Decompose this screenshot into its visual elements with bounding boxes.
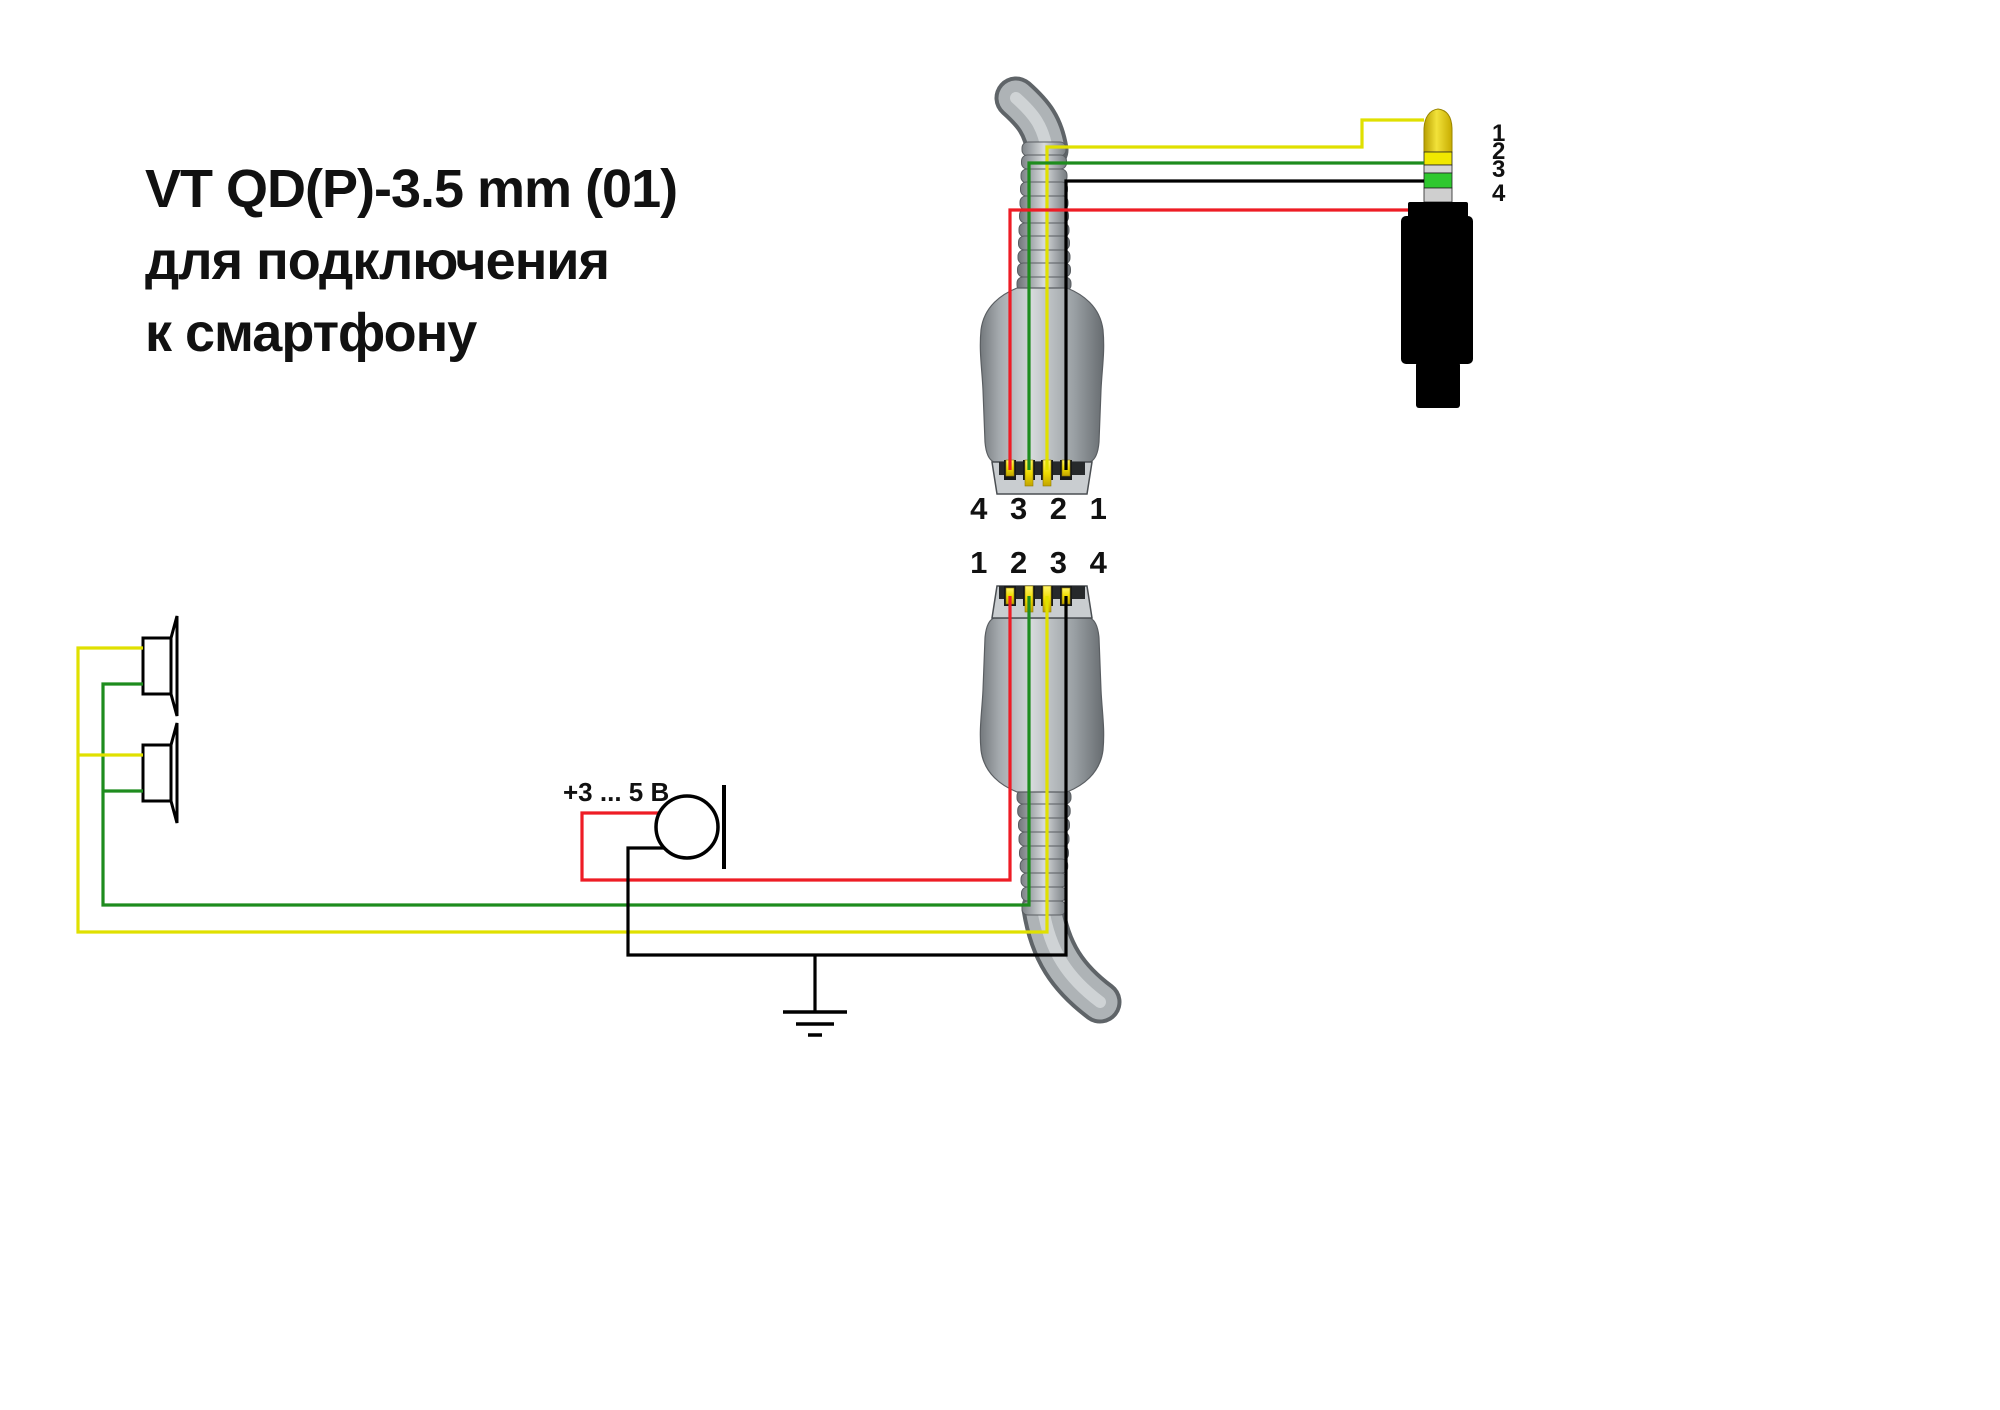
title-line-2: для подключения <box>145 231 609 291</box>
bottom-connector-pin-numbers: 1 2 3 4 <box>970 545 1114 580</box>
jack-pin-3-label: 3 <box>1492 156 1505 183</box>
bottom-strain-relief-ribs <box>1016 789 1072 916</box>
wire-black-bottom <box>626 596 1068 957</box>
speaker-upper-icon <box>141 615 179 717</box>
jack-body <box>1401 216 1473 364</box>
jack-ring1-band <box>1423 151 1453 166</box>
bottom-connector-body <box>979 617 1105 793</box>
mic-voltage-label: +3 ... 5 В <box>563 777 669 807</box>
wire-green-bottom <box>101 596 1031 907</box>
title-line-3: к смартфону <box>145 303 477 363</box>
mic-capsule <box>654 794 720 860</box>
ground-icon <box>783 1010 847 1037</box>
jack-pin-1-label: 1 <box>1492 120 1505 147</box>
wires <box>76 118 1424 1012</box>
speaker-upper-magnet <box>141 636 173 696</box>
jack-pin-2-label: 2 <box>1492 138 1505 165</box>
jack-3-5mm <box>1401 108 1473 408</box>
wire-yellow-top <box>1045 118 1424 470</box>
jack-collar <box>1408 202 1468 218</box>
top-connector-body <box>979 287 1105 463</box>
speaker-lower-magnet <box>141 743 173 803</box>
jack-tip <box>1423 108 1453 153</box>
microphone-icon <box>654 785 726 869</box>
top-connector-pin-numbers: 4 3 2 1 <box>970 491 1114 526</box>
wire-green-top <box>1027 161 1424 470</box>
jack-spacer2 <box>1423 187 1453 203</box>
top-qd-connector <box>979 76 1105 495</box>
jack-body-lower <box>1416 362 1460 408</box>
speaker-lower-icon <box>141 722 179 824</box>
jack-pin-4-label: 4 <box>1492 180 1506 207</box>
wire-red-top <box>1008 208 1408 470</box>
bottom-qd-connector <box>979 585 1122 1024</box>
jack-ring2-band <box>1423 172 1453 189</box>
wire-red-bottom <box>580 596 1012 882</box>
jack-spacer1 <box>1423 164 1453 174</box>
wire-black-top <box>1064 179 1424 470</box>
title-line-1: VT QD(P)-3.5 mm (01) <box>145 159 677 219</box>
wire-yellow-bottom <box>76 596 1049 934</box>
